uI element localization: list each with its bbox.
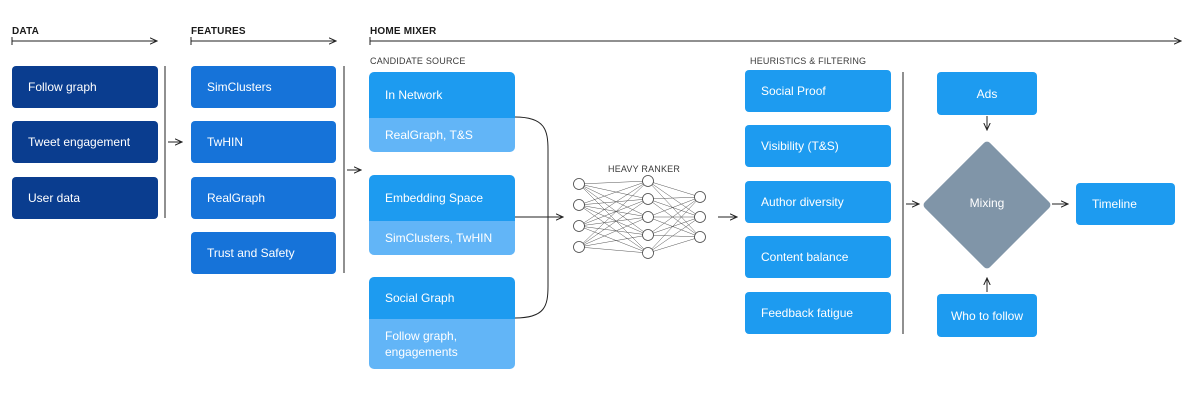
data-header: DATA bbox=[12, 26, 40, 37]
filter-social-proof: Social Proof bbox=[745, 70, 891, 112]
network-edge bbox=[578, 183, 649, 254]
network-edge bbox=[578, 180, 649, 206]
network-node bbox=[642, 229, 654, 241]
candidate-detail: Follow graph, engagements bbox=[369, 319, 515, 369]
network-edge bbox=[578, 183, 649, 236]
feature-twhin: TwHIN bbox=[191, 121, 336, 163]
network-edge bbox=[647, 196, 701, 254]
network-edge bbox=[578, 183, 649, 200]
candidate-detail: RealGraph, T&S bbox=[369, 118, 515, 152]
feature-trust-and-safety: Trust and Safety bbox=[191, 232, 336, 274]
network-edge bbox=[647, 180, 701, 238]
network-edge bbox=[578, 225, 649, 254]
who-to-follow-box: Who to follow bbox=[937, 294, 1037, 337]
network-edge bbox=[647, 196, 701, 200]
network-edge bbox=[578, 180, 649, 227]
candidate-title: In Network bbox=[369, 72, 515, 118]
network-edge bbox=[578, 234, 649, 248]
network-edge bbox=[578, 204, 649, 218]
network-edge bbox=[647, 196, 701, 236]
network-edge bbox=[578, 198, 649, 227]
filter-content-balance: Content balance bbox=[745, 236, 891, 278]
network-node bbox=[573, 199, 585, 211]
candidate-detail: SimClusters, TwHIN bbox=[369, 221, 515, 255]
heuristics-label: HEURISTICS & FILTERING bbox=[750, 56, 867, 66]
network-edge bbox=[647, 234, 701, 238]
network-node bbox=[694, 231, 706, 243]
ads-box: Ads bbox=[937, 72, 1037, 115]
feature-simclusters: SimClusters bbox=[191, 66, 336, 108]
timeline-box: Timeline bbox=[1076, 183, 1175, 225]
network-edge bbox=[647, 216, 701, 238]
network-edge bbox=[578, 180, 649, 248]
filter-feedback-fatigue: Feedback fatigue bbox=[745, 292, 891, 334]
network-edge bbox=[578, 225, 649, 236]
candidate-embedding-space: Embedding Space SimClusters, TwHIN bbox=[369, 175, 515, 255]
network-edge bbox=[578, 246, 649, 254]
candidate-title: Embedding Space bbox=[369, 175, 515, 221]
network-node bbox=[642, 211, 654, 223]
network-node bbox=[642, 175, 654, 187]
network-edge bbox=[578, 198, 649, 206]
candidate-source-label: CANDIDATE SOURCE bbox=[370, 56, 466, 66]
network-node bbox=[573, 220, 585, 232]
candidate-in-network: In Network RealGraph, T&S bbox=[369, 72, 515, 152]
candidate-title: Social Graph bbox=[369, 277, 515, 319]
network-edge bbox=[647, 216, 701, 254]
network-edge bbox=[647, 180, 701, 218]
network-node bbox=[694, 191, 706, 203]
network-node bbox=[573, 241, 585, 253]
network-edge bbox=[647, 196, 701, 218]
network-edge bbox=[578, 198, 649, 248]
candidate-merge-curve bbox=[514, 116, 549, 319]
candidate-social-graph: Social Graph Follow graph, engagements bbox=[369, 277, 515, 369]
filter-author-diversity: Author diversity bbox=[745, 181, 891, 223]
filter-visibility: Visibility (T&S) bbox=[745, 125, 891, 167]
network-node bbox=[642, 247, 654, 259]
network-edge bbox=[647, 216, 701, 236]
network-edge bbox=[647, 236, 701, 254]
data-tweet-engagement: Tweet engagement bbox=[12, 121, 158, 163]
heavy-ranker-network bbox=[573, 175, 706, 259]
network-edge bbox=[578, 204, 649, 236]
network-edge bbox=[578, 216, 649, 248]
network-node bbox=[642, 193, 654, 205]
network-edge bbox=[647, 180, 701, 198]
network-edge bbox=[578, 180, 649, 185]
data-user-data: User data bbox=[12, 177, 158, 219]
network-edge bbox=[647, 198, 701, 218]
features-header: FEATURES bbox=[191, 26, 246, 37]
network-node bbox=[573, 178, 585, 190]
network-node bbox=[694, 211, 706, 223]
network-edge bbox=[578, 204, 649, 254]
home-mixer-header: HOME MIXER bbox=[370, 26, 437, 37]
network-edge bbox=[578, 216, 649, 227]
mixing-label: Mixing bbox=[969, 196, 1005, 210]
feature-realgraph: RealGraph bbox=[191, 177, 336, 219]
network-edge bbox=[578, 183, 649, 218]
network-edge bbox=[647, 198, 701, 238]
heavy-ranker-label: HEAVY RANKER bbox=[608, 164, 681, 174]
data-follow-graph: Follow graph bbox=[12, 66, 158, 108]
